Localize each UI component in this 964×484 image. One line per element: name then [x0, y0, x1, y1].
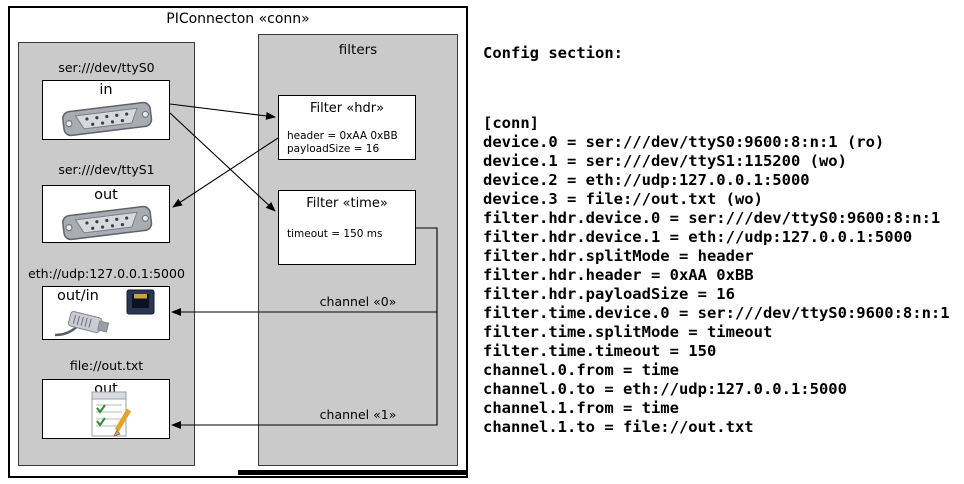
device-box-ttys1: out — [42, 185, 170, 243]
device-box-eth: out/in — [42, 286, 170, 340]
device-role: out/in — [57, 288, 99, 304]
config-line: device.0 = ser:///dev/ttyS0:9600:8:n:1 (… — [483, 133, 885, 151]
filter-param: header = 0xAA 0xBB — [287, 130, 398, 142]
filter-time-box: Filter «time» timeout = 150 ms — [278, 190, 416, 265]
filters-panel-title: filters — [338, 42, 378, 58]
config-line: channel.0.to = eth://udp:127.0.0.1:5000 — [483, 380, 847, 398]
device-role: out — [94, 187, 118, 203]
config-line: [conn] — [483, 114, 539, 132]
config-line: device.2 = eth://udp:127.0.0.1:5000 — [483, 171, 810, 189]
config-line: channel.1.to = file://out.txt — [483, 418, 754, 436]
rj45-plug-icon — [67, 311, 110, 334]
piconnecton-diagram: PIConnecton «conn» filters ser:///dev/tt… — [8, 6, 468, 478]
bottom-bar — [238, 470, 468, 475]
channel-1-label: channel «1» — [319, 407, 397, 422]
serial-connector-icon — [62, 101, 153, 137]
serial-connector-icon — [62, 205, 153, 241]
config-line: device.1 = ser:///dev/ttyS1:115200 (wo) — [483, 152, 847, 170]
config-line: filter.hdr.splitMode = header — [483, 247, 754, 265]
config-line: filter.hdr.payloadSize = 16 — [483, 285, 735, 303]
device-label-eth: eth://udp:127.0.0.1:5000 — [28, 266, 185, 281]
config-line: channel.0.from = time — [483, 361, 679, 379]
rj45-jack-icon — [126, 289, 155, 315]
device-role: in — [99, 82, 113, 98]
device-label-file: file://out.txt — [69, 358, 144, 373]
config-line: channel.1.from = time — [483, 399, 679, 417]
config-title: Config section: — [483, 44, 623, 62]
device-box-file: out — [42, 379, 170, 439]
document-icon — [91, 391, 132, 437]
device-box-ttys0: in — [42, 80, 170, 140]
device-label-ttys0: ser:///dev/ttyS0 — [58, 60, 155, 75]
config-line: filter.hdr.device.0 = ser:///dev/ttyS0:9… — [483, 209, 941, 227]
diagram-title: PIConnecton «conn» — [166, 11, 310, 27]
config-line: device.3 = file://out.txt (wo) — [483, 190, 763, 208]
config-line: filter.hdr.header = 0xAA 0xBB — [483, 266, 754, 284]
ethernet-icon — [54, 289, 155, 337]
config-line: filter.time.timeout = 150 — [483, 342, 717, 360]
config-lines: [conn]device.0 = ser:///dev/ttyS0:9600:8… — [483, 114, 961, 437]
channel-0-label: channel «0» — [319, 294, 397, 309]
device-label-ttys1: ser:///dev/ttyS1 — [58, 162, 155, 177]
config-section: Config section: [conn]device.0 = ser:///… — [483, 6, 961, 475]
filter-title: Filter «hdr» — [309, 101, 385, 116]
config-line: filter.time.device.0 = ser:///dev/ttyS0:… — [483, 304, 950, 322]
filter-param: payloadSize = 16 — [287, 143, 380, 155]
config-line: filter.time.splitMode = timeout — [483, 323, 773, 341]
filter-hdr-box: Filter «hdr» header = 0xAA 0xBB payloadS… — [278, 95, 416, 160]
filter-param: timeout = 150 ms — [287, 228, 383, 240]
config-line: filter.hdr.device.1 = eth://udp:127.0.0.… — [483, 228, 913, 246]
filter-title: Filter «time» — [306, 196, 388, 211]
